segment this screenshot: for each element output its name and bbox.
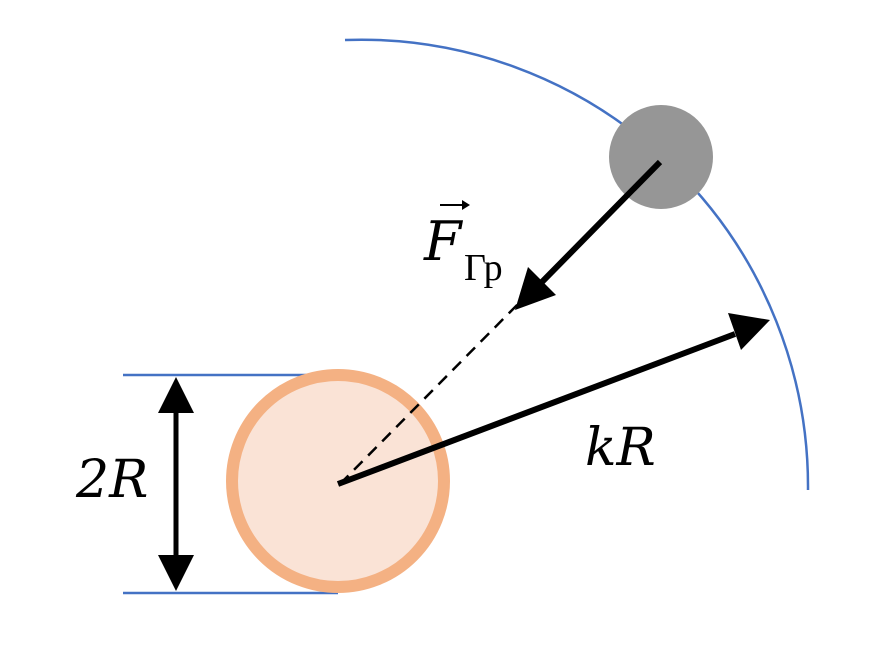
force-label: F Гр — [423, 200, 503, 289]
diameter-arrowhead-top — [158, 377, 194, 413]
diameter-arrowhead-bottom — [158, 555, 194, 591]
radius-label: kR — [585, 418, 656, 478]
orbiting-body — [609, 105, 713, 209]
gravity-vector-shaft — [537, 159, 663, 287]
radius-vector-arrowhead — [728, 313, 770, 350]
force-symbol: F — [423, 210, 464, 273]
radius-vector-shaft — [336, 331, 737, 487]
gravity-vector-arrowhead — [515, 267, 556, 310]
force-subscript: Гр — [464, 247, 503, 289]
dashed-guide-line — [339, 299, 523, 485]
diameter-label: 2R — [75, 450, 148, 510]
vector-arrow-over-head — [462, 200, 470, 210]
